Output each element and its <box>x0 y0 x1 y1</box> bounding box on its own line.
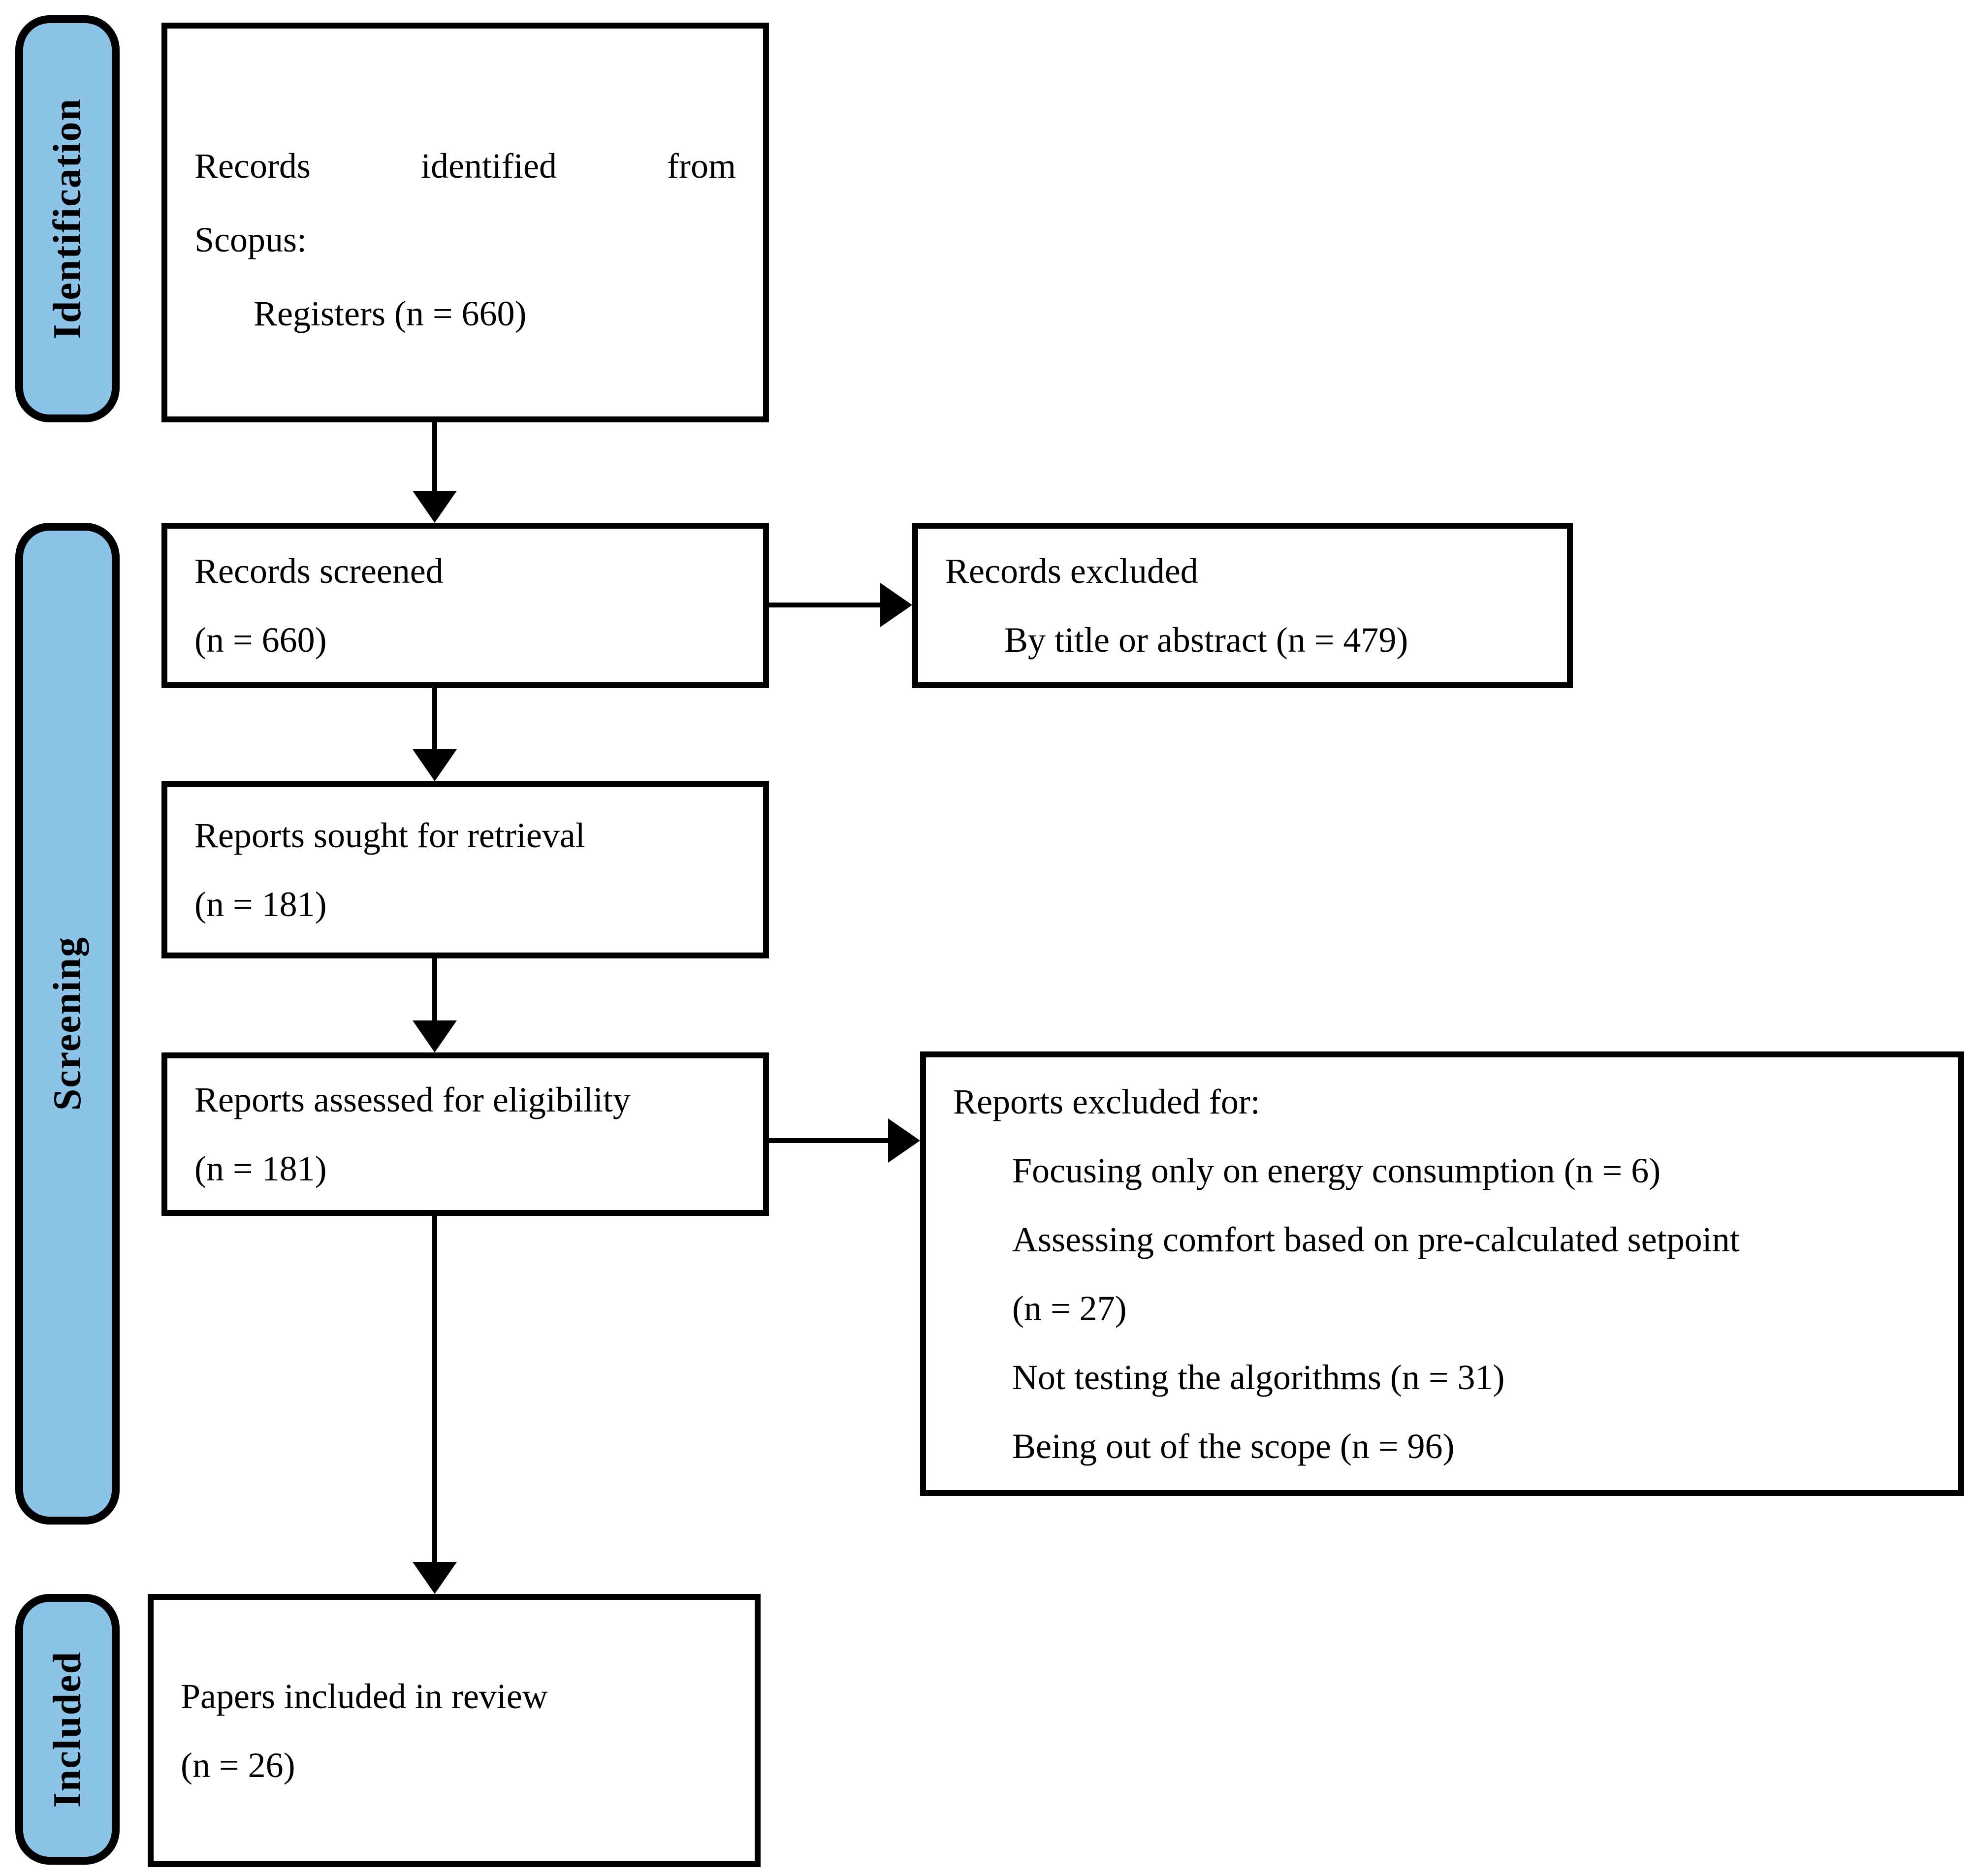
box-reports-sought: Reports sought for retrieval (n = 181) <box>161 781 769 958</box>
reports-excluded-item-4: Being out of the scope (n = 96) <box>1012 1426 1455 1466</box>
box-reports-excluded: Reports excluded for: Focusing only on e… <box>920 1051 1964 1496</box>
arrowhead-down-icon <box>413 749 457 781</box>
box-records-screened-content: Records screened (n = 660) <box>167 529 763 682</box>
reports-assessed-line-2: (n = 181) <box>194 1149 327 1188</box>
stage-label-identification-text: Identification <box>45 98 89 340</box>
arrow-identified-to-screened <box>413 422 457 523</box>
box-papers-included-content: Papers included in review (n = 26) <box>154 1600 755 1861</box>
arrow-line <box>769 603 880 607</box>
records-screened-line-2: (n = 660) <box>194 620 327 660</box>
stage-label-identification: Identification <box>15 15 120 422</box>
reports-excluded-title: Reports excluded for: <box>953 1081 1260 1121</box>
box-records-identified-content: Records identified from Scopus: Register… <box>167 29 763 416</box>
arrow-line <box>432 958 437 1020</box>
records-excluded-line-1: Records excluded <box>945 551 1198 591</box>
reports-sought-line-2: (n = 181) <box>194 885 327 924</box>
arrow-sought-to-assessed <box>413 958 457 1052</box>
records-identified-line-1: Records identified from <box>194 146 736 186</box>
arrow-line <box>432 688 437 749</box>
box-reports-assessed-content: Reports assessed for eligibility (n = 18… <box>167 1058 763 1210</box>
arrow-line <box>769 1138 888 1143</box>
stage-label-included-text: Included <box>45 1651 89 1808</box>
reports-excluded-item-3: Not testing the algorithms (n = 31) <box>1012 1357 1505 1397</box>
stage-label-screening: Screening <box>15 523 120 1525</box>
stage-label-included: Included <box>15 1594 120 1865</box>
reports-sought-line-1: Reports sought for retrieval <box>194 816 585 855</box>
reports-excluded-item-2: Assessing comfort based on pre-calculate… <box>1012 1219 1740 1259</box>
reports-excluded-item-1: Focusing only on energy consumption (n =… <box>1012 1150 1661 1190</box>
arrow-assessed-to-reports-excluded <box>769 1118 920 1163</box>
arrow-assessed-to-included <box>413 1216 457 1594</box>
arrowhead-right-icon <box>880 583 912 627</box>
box-records-identified: Records identified from Scopus: Register… <box>161 23 769 422</box>
reports-excluded-item-2-wrap: (n = 27) <box>1012 1288 1127 1328</box>
box-reports-sought-content: Reports sought for retrieval (n = 181) <box>167 787 763 953</box>
box-reports-assessed: Reports assessed for eligibility (n = 18… <box>161 1052 769 1216</box>
reports-assessed-line-1: Reports assessed for eligibility <box>194 1080 631 1119</box>
arrow-screened-to-sought <box>413 688 457 781</box>
box-records-screened: Records screened (n = 660) <box>161 523 769 688</box>
arrow-line <box>432 422 437 491</box>
arrow-screened-to-records-excluded <box>769 583 912 627</box>
arrowhead-right-icon <box>888 1118 920 1163</box>
stage-label-screening-text: Screening <box>45 936 89 1111</box>
arrowhead-down-icon <box>413 1020 457 1052</box>
box-reports-excluded-content: Reports excluded for: Focusing only on e… <box>926 1057 1958 1490</box>
papers-included-line-2: (n = 26) <box>181 1745 295 1785</box>
records-screened-line-1: Records screened <box>194 551 444 591</box>
records-excluded-line-2: By title or abstract (n = 479) <box>1004 620 1408 660</box>
records-identified-line-3: Registers (n = 660) <box>254 294 527 333</box>
arrow-line <box>432 1216 437 1562</box>
box-records-excluded: Records excluded By title or abstract (n… <box>912 523 1573 688</box>
box-papers-included: Papers included in review (n = 26) <box>148 1594 761 1867</box>
arrowhead-down-icon <box>413 491 457 523</box>
box-records-excluded-content: Records excluded By title or abstract (n… <box>918 529 1567 682</box>
records-identified-line-2: Scopus: <box>194 220 307 259</box>
arrowhead-down-icon <box>413 1562 457 1594</box>
papers-included-line-1: Papers included in review <box>181 1676 548 1716</box>
